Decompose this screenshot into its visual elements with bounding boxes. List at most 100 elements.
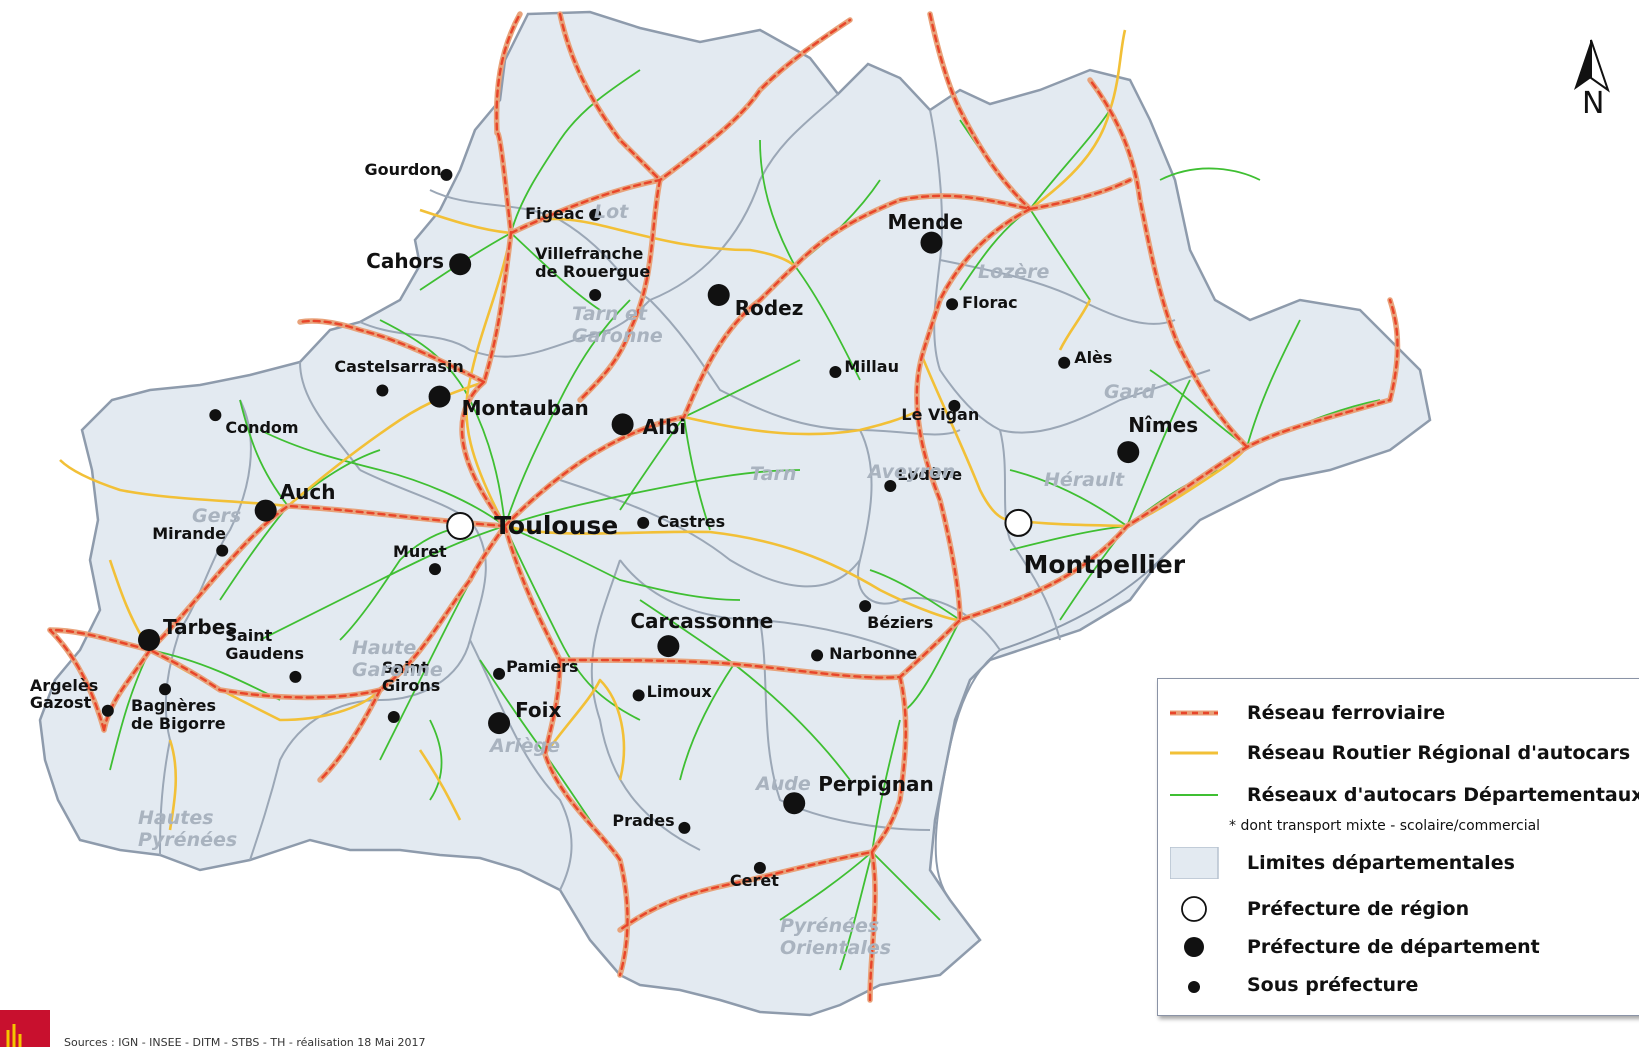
montpellier-marker: [1004, 508, 1033, 537]
lodeve-marker: [884, 479, 897, 492]
ales-label: Alès: [1074, 347, 1113, 367]
legend-bus-note: * dont transport mixte - scolaire/commer…: [1229, 818, 1541, 834]
auch-label: Auch: [279, 479, 336, 504]
sources-caption: Sources : IGN - INSEE - DITM - STBS - TH…: [64, 1036, 426, 1049]
pamiers-label: Pamiers: [506, 656, 579, 676]
auch-marker: [254, 499, 277, 522]
prades-label: Prades: [612, 810, 675, 830]
castelsarrasin-label: Castelsarrasin: [334, 357, 464, 377]
dept-label-gard: Gard: [1104, 381, 1156, 403]
ceret-marker: [753, 861, 766, 874]
city-markers: [101, 168, 1140, 874]
narbonne-label: Narbonne: [829, 644, 918, 664]
legend-limits: Limites départementales: [1170, 847, 1639, 879]
tarbes-label: Tarbes: [163, 614, 238, 639]
condom-marker: [209, 409, 222, 422]
toulouse-marker: [446, 512, 475, 540]
muret-marker: [429, 563, 441, 576]
millau-label: Millau: [844, 357, 899, 376]
villefranche-marker: [589, 289, 602, 301]
map-legend: Réseau ferroviaire Réseau Routier Région…: [1157, 678, 1639, 1016]
levigan-marker: [948, 399, 961, 412]
gourdon-label: Gourdon: [364, 159, 442, 179]
florac-label: Florac: [962, 293, 1018, 313]
legend-road: Réseau Routier Régional d'autocars: [1170, 737, 1639, 769]
legend-region-pref: Préfecture de région: [1170, 893, 1639, 925]
bagneres-marker: [159, 683, 172, 696]
legend-limits-label: Limites départementales: [1247, 852, 1515, 874]
dept-label-gers: Gers: [192, 505, 242, 527]
cahors-marker: [449, 253, 472, 276]
figeac-label: Figeac: [525, 203, 585, 223]
legend-sous-pref: Sous préfecture: [1170, 969, 1639, 1001]
beziers-label: Béziers: [867, 613, 934, 633]
legend-bus-label: Réseaux d'autocars Départementaux: [1247, 784, 1639, 806]
castres-label: Castres: [657, 511, 726, 531]
nimes-marker: [1117, 441, 1140, 464]
nimes-label: Nîmes: [1128, 413, 1199, 438]
tarbes-marker: [138, 628, 160, 651]
gourdon-marker: [440, 168, 453, 181]
lodeve-label: Lodève: [897, 464, 963, 484]
legend-rail: Réseau ferroviaire: [1170, 697, 1639, 729]
montpellier-label: Montpellier: [1023, 549, 1186, 579]
perpignan-marker: [783, 792, 806, 815]
limoux-marker: [632, 689, 645, 702]
north-arrow-icon: [1552, 36, 1630, 122]
dept-label-lot: Lot: [594, 201, 629, 223]
department-boundaries: [159, 93, 1211, 891]
legend-rail-label: Réseau ferroviaire: [1247, 702, 1446, 724]
narbonne-marker: [811, 649, 824, 662]
legend-region-pref-label: Préfecture de région: [1247, 898, 1470, 920]
carcassonne-marker: [657, 635, 680, 658]
coastline: [934, 559, 1161, 901]
prades-marker: [678, 821, 691, 834]
albi-label: Albi: [642, 415, 687, 440]
saintgirons-marker: [387, 710, 400, 723]
dept-label-aveyron: Aveyron: [868, 461, 956, 483]
region-logo: [0, 1010, 50, 1047]
muret-label: Muret: [393, 542, 447, 562]
figeac-marker: [589, 208, 602, 221]
road-network: [59, 29, 1248, 831]
carcassonne-label: Carcassonne: [630, 609, 774, 634]
argeles-marker: [101, 704, 114, 717]
montauban-marker: [428, 385, 451, 408]
rodez-label: Rodez: [734, 296, 804, 320]
mirande-marker: [216, 544, 229, 557]
dept-label-ariege: Ariège: [490, 735, 560, 757]
legend-bus: Réseaux d'autocars Départementaux: [1170, 779, 1639, 811]
pamiers-marker: [493, 667, 506, 680]
dept-label-lozere: Lozère: [978, 261, 1050, 283]
castres-marker: [637, 516, 650, 529]
ales-marker: [1058, 356, 1071, 369]
rail-network: [47, 11, 1398, 1003]
saintgaudens-marker: [289, 670, 302, 683]
dept-label-tarn: Tarn: [750, 463, 797, 485]
florac-marker: [946, 298, 959, 311]
rodez-marker: [707, 284, 730, 306]
north-label: N: [1582, 86, 1605, 121]
limoux-label: Limoux: [646, 682, 712, 702]
foix-marker: [488, 712, 511, 735]
condom-label: Condom: [225, 418, 299, 438]
mende-label: Mende: [887, 209, 964, 234]
perpignan-label: Perpignan: [818, 772, 934, 797]
albi-marker: [611, 413, 634, 436]
legend-road-label: Réseau Routier Régional d'autocars: [1247, 742, 1631, 764]
legend-dept-pref: Préfecture de département: [1170, 931, 1639, 963]
toulouse-label: Toulouse: [494, 511, 619, 540]
dept-label-herault: Hérault: [1044, 469, 1125, 491]
foix-label: Foix: [515, 698, 562, 723]
beziers-marker: [859, 600, 872, 613]
